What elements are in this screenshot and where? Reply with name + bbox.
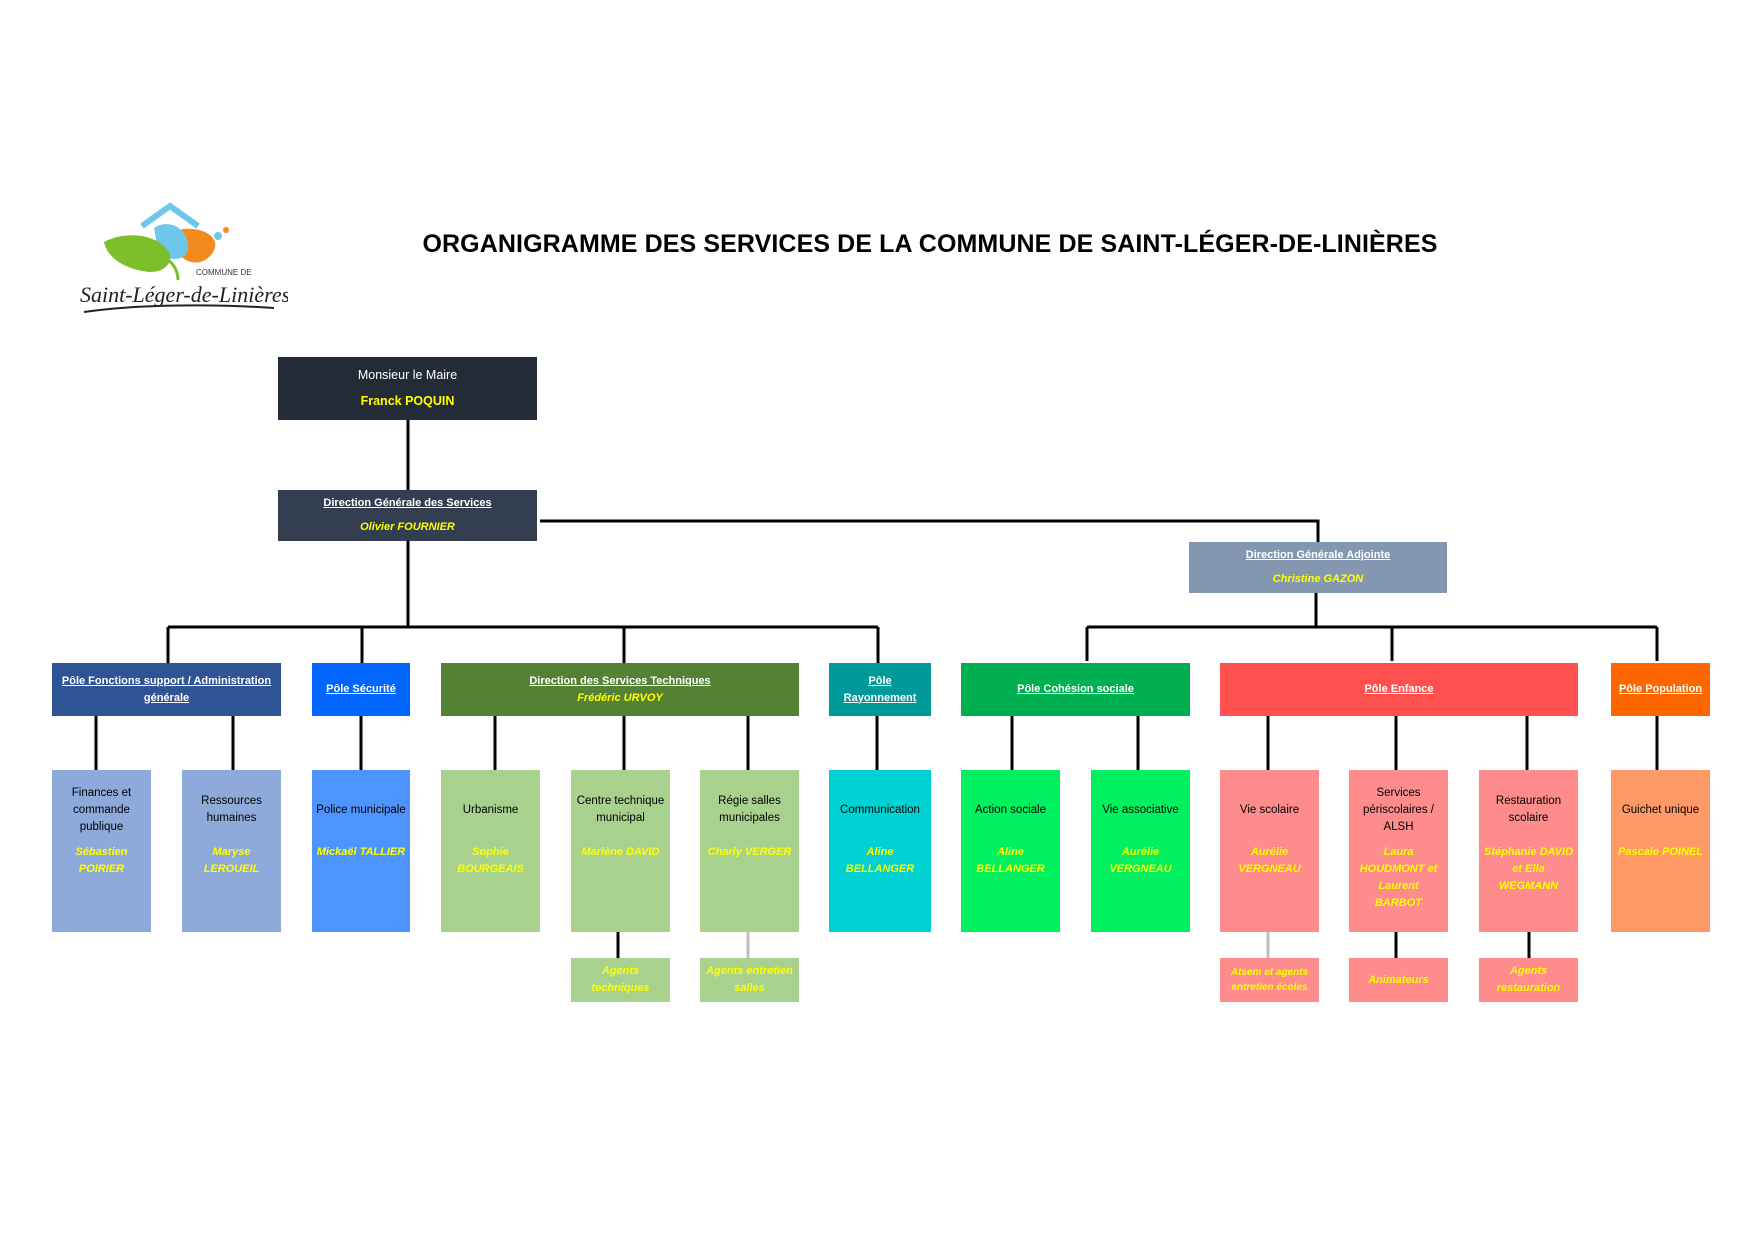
service-finances-label: Finances et commande publique <box>71 786 132 833</box>
page-title: ORGANIGRAMME DES SERVICES DE LA COMMUNE … <box>422 230 1438 258</box>
service-urbanisme: Urbanisme Sophie BOURGEAIS <box>441 770 540 932</box>
sub-agents-salles: Agents entretien salles <box>700 958 799 1002</box>
sub-agents-restauration-label: Agents restauration <box>1496 965 1561 994</box>
service-ctm-label: Centre technique municipal <box>576 795 665 824</box>
service-periscolaires: Services périscolaires / ALSH Laura HOUD… <box>1349 770 1448 932</box>
sub-animateurs: Animateurs <box>1349 958 1448 1002</box>
service-ctm-name: Marlène DAVID <box>581 846 660 858</box>
pole-cohesion-sociale: Pôle Cohésion sociale <box>961 663 1190 716</box>
service-guichet-name: Pascale POINEL <box>1618 846 1703 858</box>
service-rh-label: Ressources humaines <box>201 795 262 824</box>
pole-cohesion-label: Pôle Cohésion sociale <box>1017 683 1134 695</box>
pole-population: Pôle Population <box>1611 663 1710 716</box>
sub-agents-techniques-label: Agents techniques <box>591 965 650 994</box>
green-leaf-icon <box>104 235 171 272</box>
service-ctm: Centre technique municipal Marlène DAVID <box>571 770 670 932</box>
pole-securite-label: Pôle Sécurité <box>326 683 396 695</box>
pole-services-techniques: Direction des Services Techniques Frédér… <box>441 663 799 716</box>
service-vie-scolaire-name: Aurélie VERGNEAU <box>1238 846 1301 875</box>
service-restauration-label: Restauration scolaire <box>1495 795 1562 824</box>
maire-name: Franck POQUIN <box>360 394 455 408</box>
orange-drop-icon <box>178 228 216 263</box>
service-action-sociale: Action sociale Aline BELLANGER <box>961 770 1060 932</box>
service-communication-name: Aline BELLANGER <box>845 846 915 875</box>
service-communication: Communication Aline BELLANGER <box>829 770 931 932</box>
dgs-name: Olivier FOURNIER <box>360 521 455 533</box>
service-rh: Ressources humaines Maryse LEROUEIL <box>182 770 281 932</box>
service-periscolaires-label: Services périscolaires / ALSH <box>1363 786 1434 833</box>
pole-enfance: Pôle Enfance <box>1220 663 1578 716</box>
pole-techniques-name: Frédéric URVOY <box>577 691 663 704</box>
dga-box: Direction Générale Adjointe Christine GA… <box>1189 542 1447 593</box>
sub-animateurs-label: Animateurs <box>1368 973 1429 986</box>
service-finances: Finances et commande publique Sébastien … <box>52 770 151 932</box>
dga-name: Christine GAZON <box>1272 573 1364 585</box>
maire-box: Monsieur le Maire Franck POQUIN <box>278 357 537 420</box>
service-regie-name: Charly VERGER <box>707 846 792 858</box>
service-rh-name: Maryse LEROUEIL <box>203 846 260 875</box>
service-restauration: Restauration scolaire Stéphanie DAVID et… <box>1479 770 1578 932</box>
pole-enfance-label: Pôle Enfance <box>1364 683 1434 695</box>
sub-agents-restauration: Agents restauration <box>1479 958 1578 1002</box>
service-vie-associative: Vie associative Aurélie VERGNEAU <box>1091 770 1190 932</box>
dga-label: Direction Générale Adjointe <box>1245 549 1391 561</box>
service-police-label: Police municipale <box>316 803 406 816</box>
sub-atsem: Atsem et agents entretien écoles <box>1220 958 1319 1002</box>
commune-logo: COMMUNE DE Saint-Léger-de-Linières <box>80 202 288 313</box>
service-vie-associative-name: Aurélie VERGNEAU <box>1109 846 1172 875</box>
service-vie-associative-label: Vie associative <box>1102 803 1179 816</box>
service-vie-scolaire: Vie scolaire Aurélie VERGNEAU <box>1220 770 1319 932</box>
service-urbanisme-name: Sophie BOURGEAIS <box>457 846 524 875</box>
sub-agents-salles-label: Agents entretien salles <box>706 965 793 994</box>
service-guichet-label: Guichet unique <box>1621 803 1700 816</box>
service-periscolaires-name: Laura HOUDMONT et Laurent BARBOT <box>1359 846 1438 909</box>
pole-fonctions-label: Pôle Fonctions support / Administration … <box>61 674 272 704</box>
dot-icon <box>214 232 222 240</box>
sub-atsem-label: Atsem et agents entretien écoles <box>1230 967 1309 993</box>
pole-rayonnement-label: Pôle Rayonnement <box>843 674 917 704</box>
pole-techniques-label: Direction des Services Techniques <box>529 674 711 687</box>
logo-line1: COMMUNE DE <box>196 268 252 277</box>
service-regie: Régie salles municipales Charly VERGER <box>700 770 799 932</box>
service-finances-name: Sébastien POIRIER <box>75 846 128 875</box>
service-regie-label: Régie salles municipales <box>718 795 781 824</box>
house-roof-icon <box>140 202 200 229</box>
service-communication-label: Communication <box>840 803 920 816</box>
pole-population-label: Pôle Population <box>1618 683 1703 695</box>
service-restauration-name: Stéphanie DAVID et Ella WEGMANN <box>1483 846 1574 892</box>
sub-agents-techniques: Agents techniques <box>571 958 670 1002</box>
dgs-box: Direction Générale des Services Olivier … <box>278 490 537 541</box>
pole-rayonnement: Pôle Rayonnement <box>829 663 931 716</box>
service-vie-scolaire-label: Vie scolaire <box>1239 803 1300 816</box>
service-guichet: Guichet unique Pascale POINEL <box>1611 770 1710 932</box>
service-police-name: Mickaël TALLIER <box>316 846 406 858</box>
connector-dgs-dga <box>540 519 1320 542</box>
pole-fonctions-support: Pôle Fonctions support / Administration … <box>52 663 281 716</box>
pole-securite: Pôle Sécurité <box>312 663 410 716</box>
service-action-sociale-name: Aline BELLANGER <box>976 846 1045 875</box>
service-urbanisme-label: Urbanisme <box>462 803 519 816</box>
maire-label: Monsieur le Maire <box>357 368 458 382</box>
logo-line2: Saint-Léger-de-Linières <box>80 282 288 307</box>
dgs-label: Direction Générale des Services <box>323 497 492 509</box>
service-action-sociale-label: Action sociale <box>975 803 1046 816</box>
service-police: Police municipale Mickaël TALLIER <box>312 770 410 932</box>
